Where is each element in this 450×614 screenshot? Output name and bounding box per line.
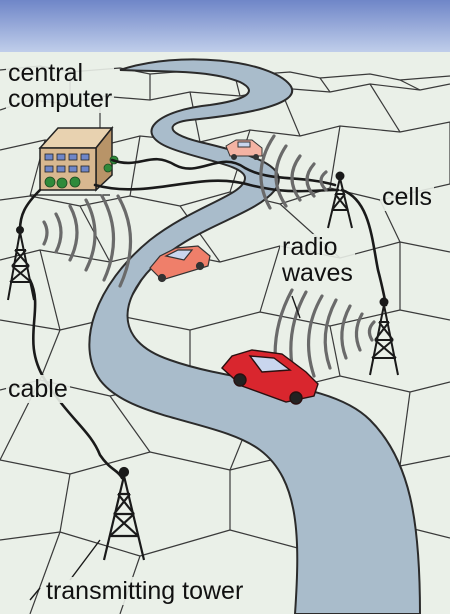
radio-waves-label-line1: radio — [280, 234, 355, 260]
radio-waves-label: radio waves — [280, 234, 355, 287]
central-computer-label-line1: central — [6, 60, 115, 86]
tower-bottom — [102, 466, 146, 561]
radio-waves-label-line2: waves — [280, 259, 355, 288]
cells-label-text: cells — [380, 183, 435, 211]
tower-left — [7, 226, 35, 301]
transmitting-tower-label-text: transmitting tower — [44, 577, 246, 605]
cells-label: cells — [380, 183, 435, 211]
cable-label: cable — [6, 375, 70, 403]
car-middle — [149, 245, 211, 283]
cable-label-text: cable — [6, 375, 70, 403]
sky — [0, 0, 450, 58]
road — [88, 58, 422, 614]
central-computer-building — [30, 125, 119, 196]
transmitting-tower-label: transmitting tower — [44, 577, 246, 605]
car-far — [225, 139, 263, 160]
leader-lines — [29, 295, 301, 601]
tower-right — [369, 297, 399, 376]
car-near — [221, 349, 319, 405]
central-computer-label: central computer — [6, 60, 115, 114]
tower-top-right — [327, 171, 353, 229]
central-computer-label-line2: computer — [6, 85, 115, 114]
